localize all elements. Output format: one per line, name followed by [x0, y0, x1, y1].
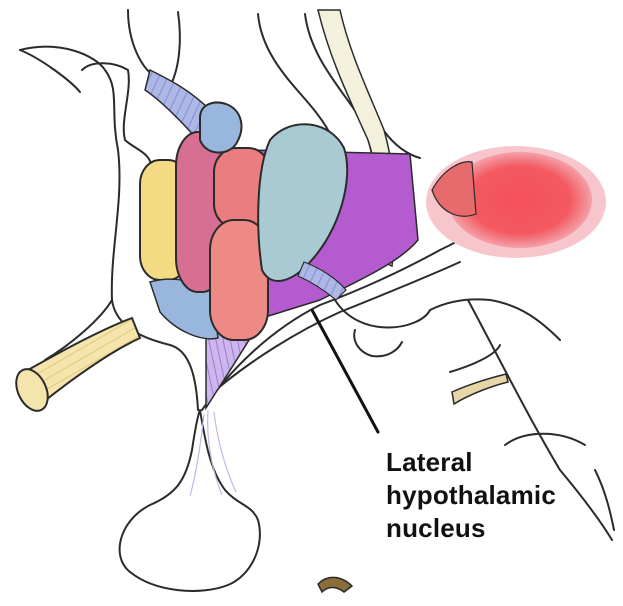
mammillary-body [426, 146, 606, 258]
lateral-hypothalamic-nucleus-label: Lateral hypothalamic nucleus [386, 446, 556, 545]
label-pointer-line [312, 310, 378, 432]
blue-top-nucleus [200, 103, 241, 153]
label-line-3: nucleus [386, 512, 556, 545]
nerve-stub-right [452, 374, 508, 404]
label-line-1: Lateral [386, 446, 556, 479]
nerve-stub-bottom [318, 577, 352, 592]
label-line-2: hypothalamic [386, 479, 556, 512]
optic-nerve [10, 318, 140, 416]
